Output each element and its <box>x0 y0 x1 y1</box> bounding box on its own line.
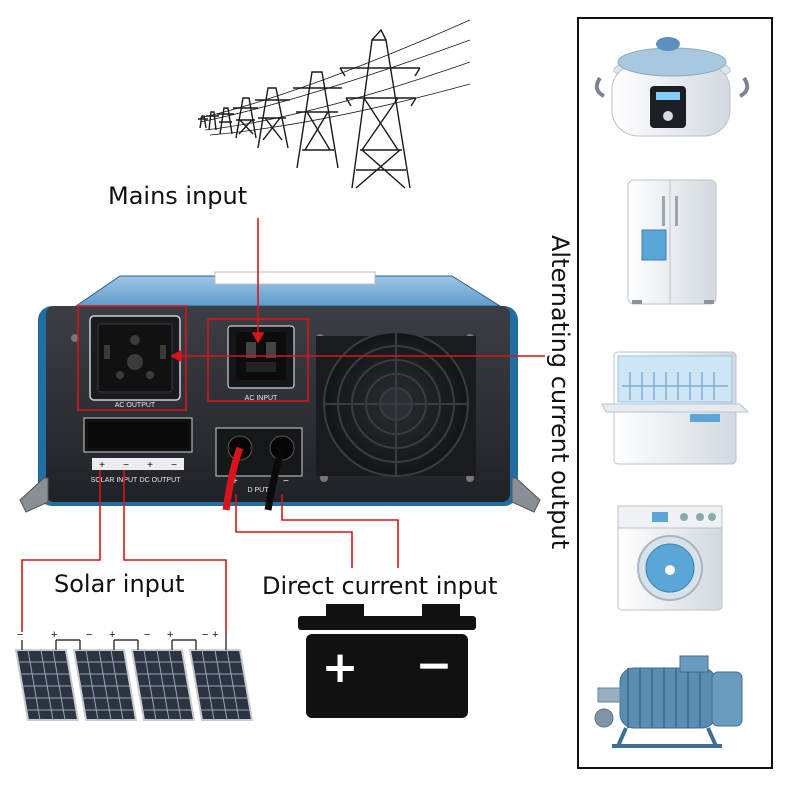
power-towers-icon <box>198 19 471 189</box>
ac-output-socket: AC OUTPUT <box>89 315 181 409</box>
battery-minus: − <box>416 640 453 691</box>
washing-machine-icon <box>617 505 723 611</box>
svg-text:−: − <box>171 460 177 471</box>
dishwasher-icon <box>601 351 750 465</box>
battery-plus: + <box>322 642 359 693</box>
ac-output-side-label: Alternating current output <box>546 235 574 550</box>
inverter: AC OUTPUT AC INPUT <box>19 271 541 513</box>
svg-text:+: + <box>147 460 153 471</box>
dc-output-panel-label: DC OUTPUT <box>140 477 182 484</box>
refrigerator-icon <box>627 179 717 305</box>
svg-text:−: − <box>17 629 23 641</box>
cooling-fan-icon <box>316 331 476 477</box>
solar-panel <box>188 649 254 721</box>
svg-text:+: + <box>167 629 173 641</box>
dc-input-label: Direct current input <box>262 572 498 600</box>
solar-panel <box>14 649 80 721</box>
solar-dc-terminal-block: + − + − SOLAR INPUT DC OUTPUT <box>83 417 193 484</box>
solar-panel <box>72 649 138 721</box>
svg-text:−: − <box>202 629 208 641</box>
dc-input-panel-label: D PUT <box>248 487 270 494</box>
solar-panels: − + − + − + − + <box>14 629 254 721</box>
ac-input-label: AC INPUT <box>245 395 278 402</box>
rice-cooker-icon <box>594 37 750 137</box>
callout-lines <box>21 218 545 632</box>
solar-panel <box>130 649 196 721</box>
svg-text:−: − <box>86 629 92 641</box>
svg-text:+: + <box>99 460 105 471</box>
svg-text:−: − <box>144 629 150 641</box>
electric-motor-icon <box>594 655 743 748</box>
svg-text:+: + <box>51 629 57 641</box>
svg-text:+: + <box>212 629 218 641</box>
mains-input-label: Mains input <box>108 182 248 210</box>
solar-input-panel-label: SOLAR INPUT <box>91 477 138 484</box>
ac-input-socket: AC INPUT <box>227 325 295 402</box>
svg-text:+: + <box>232 476 238 487</box>
battery-icon: + − <box>298 604 476 718</box>
svg-text:−: − <box>123 460 129 471</box>
ac-output-label: AC OUTPUT <box>115 402 156 409</box>
solar-input-label: Solar input <box>54 570 185 598</box>
svg-text:−: − <box>283 476 289 487</box>
svg-text:+: + <box>109 629 115 641</box>
